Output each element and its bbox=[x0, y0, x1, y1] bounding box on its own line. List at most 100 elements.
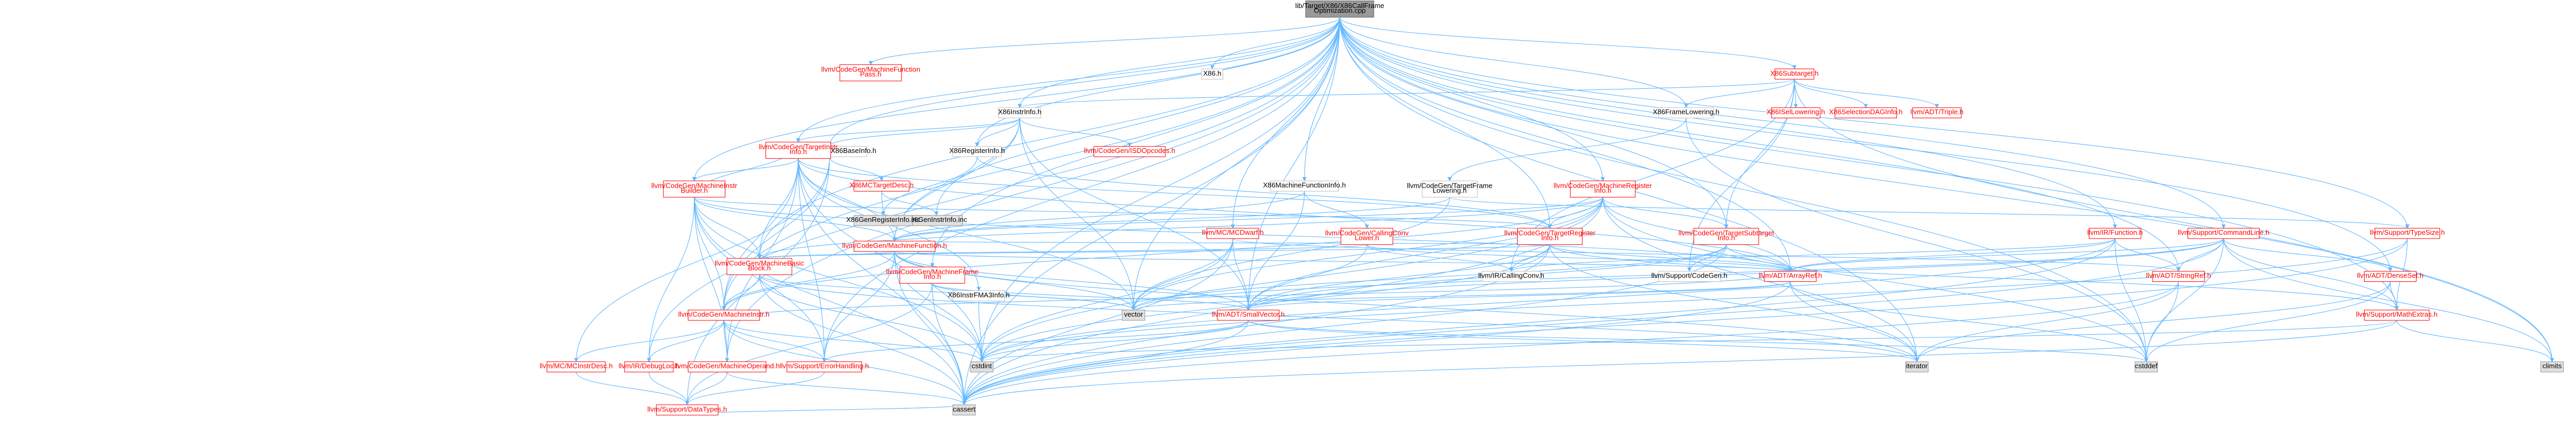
edge-x86sub-to-triple bbox=[1794, 79, 1939, 109]
edge-mi-to-debugloc bbox=[647, 320, 724, 363]
node-mo[interactable]: llvm/CodeGen/MachineOperand.h bbox=[675, 361, 780, 373]
node-box-mib bbox=[663, 180, 725, 198]
edge-root-to-debugloc bbox=[647, 17, 1340, 363]
node-box-denseset bbox=[2363, 271, 2417, 282]
node-box-stringref bbox=[2152, 271, 2205, 282]
node-label-mcinstrdesc-line-0: llvm/MC/MCInstrDesc.h bbox=[540, 362, 613, 370]
edge-root-to-tri bbox=[1339, 17, 1552, 229]
node-box-ccl bbox=[1340, 228, 1393, 245]
node-smallvec[interactable]: llvm/ADT/SmallVector.h bbox=[1212, 310, 1285, 321]
node-mf[interactable]: llvm/CodeGen/MachineFunction.h bbox=[842, 241, 947, 252]
edge-root-to-tii bbox=[796, 17, 1340, 143]
node-typesize[interactable]: llvm/Support/TypeSize.h bbox=[2370, 228, 2445, 239]
edge-tii-to-arrayref bbox=[798, 158, 1793, 272]
node-debugloc[interactable]: llvm/IR/DebugLoc.h bbox=[619, 361, 679, 373]
dependency-nodes: lib/Target/X86/X86CallFrameOptimization.… bbox=[540, 1, 2564, 416]
edge-tii-to-mi bbox=[722, 158, 799, 311]
edge-mib-to-mo bbox=[694, 197, 730, 363]
edge-x86fl-to-tfl bbox=[1448, 118, 1687, 182]
node-errh[interactable]: llvm/Support/ErrorHandling.h bbox=[779, 361, 869, 373]
edge-mri-to-mf bbox=[892, 197, 1603, 242]
node-x86genii: X86GenInstrInfo.inc bbox=[906, 215, 967, 226]
edge-root-to-mf bbox=[892, 17, 1340, 242]
node-box-mri bbox=[1570, 180, 1636, 198]
edge-mri-to-vector bbox=[1131, 197, 1603, 311]
node-label-tri-line-1: Info.h bbox=[1541, 234, 1559, 242]
edge-tii-to-tri bbox=[798, 158, 1552, 229]
node-label-mib-line-1: Builder.h bbox=[681, 187, 708, 195]
edge-mcbase-to-x86mctd bbox=[829, 156, 884, 182]
node-x86sdag[interactable]: X86SelectionDAGInfo.h bbox=[1829, 107, 1903, 119]
node-triple[interactable]: llvm/ADT/Triple.h bbox=[1911, 107, 1964, 119]
edge-x86fma-to-cstdint bbox=[978, 301, 984, 363]
node-box-x86sub bbox=[1775, 68, 1814, 80]
node-cmdline[interactable]: llvm/Support/CommandLine.h bbox=[2178, 228, 2269, 239]
edge-smallvec-to-iterator bbox=[1248, 320, 1919, 363]
edge-root-to-irfunc bbox=[1339, 17, 2117, 229]
node-label-mri-line-1: Info.h bbox=[1594, 187, 1612, 195]
node-x86sub[interactable]: X86Subtarget.h bbox=[1770, 68, 1819, 80]
node-mathext[interactable]: llvm/Support/MathExtras.h bbox=[2356, 310, 2437, 321]
node-datatypes[interactable]: llvm/Support/DataTypes.h bbox=[647, 404, 727, 416]
edge-mib-to-errh bbox=[694, 197, 827, 363]
node-box-x86h bbox=[1201, 68, 1224, 80]
node-box-cassert bbox=[952, 404, 976, 416]
node-mcdwarf[interactable]: llvm/MC/MCDwarf.h bbox=[1202, 228, 1264, 239]
edge-root-to-mcdwarf bbox=[1230, 17, 1340, 229]
node-label-datatypes-line-0: llvm/Support/DataTypes.h bbox=[647, 405, 727, 413]
edge-root-to-mcfp bbox=[868, 17, 1340, 65]
edge-stringref-to-cstddef bbox=[2144, 281, 2179, 363]
edge-tii-to-mbb bbox=[757, 158, 799, 259]
node-box-x86sdag bbox=[1835, 107, 1897, 119]
node-isdop[interactable]: llvm/CodeGen/ISDOpcodes.h bbox=[1084, 146, 1176, 157]
node-box-x86genri bbox=[853, 215, 913, 226]
edge-datatypes-to-cassert bbox=[687, 404, 966, 416]
node-root[interactable]: lib/Target/X86/X86CallFrameOptimization.… bbox=[1295, 1, 1384, 18]
edge-root-to-x86ii bbox=[1017, 17, 1340, 109]
node-cstddef: cstddef bbox=[2134, 361, 2158, 373]
edge-mcbase-to-datatypes bbox=[685, 157, 830, 405]
edge-tsi-to-arrayref bbox=[1726, 244, 1793, 272]
edge-mib-to-mbb bbox=[694, 197, 762, 259]
edge-typesize-to-cstdint bbox=[980, 239, 2408, 363]
node-box-tri bbox=[1517, 228, 1583, 245]
edge-mf-to-cassert bbox=[894, 251, 967, 405]
edge-root-to-x86ri bbox=[975, 17, 1340, 147]
node-label-x86sdag-line-0: X86SelectionDAGInfo.h bbox=[1829, 108, 1903, 116]
edge-mcinstrdesc-to-datatypes bbox=[575, 372, 690, 405]
node-label-x86fl-line-0: X86FrameLowering.h bbox=[1653, 108, 1719, 116]
edge-root-to-mbb bbox=[757, 17, 1340, 259]
edge-root-to-x86sub bbox=[1339, 17, 1797, 70]
node-cassert: cassert bbox=[952, 404, 976, 416]
node-denseset[interactable]: llvm/ADT/DenseSet.h bbox=[2357, 271, 2423, 282]
edge-root-to-mi bbox=[722, 17, 1340, 311]
node-x86mctd[interactable]: X86MCTargetDesc.h bbox=[850, 180, 914, 191]
node-x86ri: X86RegisterInfo.h bbox=[949, 146, 1005, 157]
edge-x86sub-to-x86sdag bbox=[1794, 79, 1868, 109]
node-mcinstrdesc[interactable]: llvm/MC/MCInstrDesc.h bbox=[540, 361, 613, 373]
node-irfunc[interactable]: llvm/IR/Function.h bbox=[2087, 228, 2143, 239]
node-stringref[interactable]: llvm/ADT/StringRef.h bbox=[2146, 271, 2211, 282]
edge-root-to-x86mfi bbox=[1302, 17, 1340, 182]
node-mi[interactable]: llvm/CodeGen/MachineInstr.h bbox=[678, 310, 770, 321]
node-box-x86ri bbox=[952, 146, 1002, 157]
edge-x86ri-to-tri bbox=[976, 157, 1552, 229]
node-box-x86fl bbox=[1658, 107, 1714, 119]
edge-mib-to-cassert bbox=[694, 197, 966, 405]
node-arrayref[interactable]: llvm/ADT/ArrayRef.h bbox=[1759, 271, 1822, 282]
node-label-mbb-line-0: llvm/CodeGen/MachineBasic bbox=[715, 259, 804, 267]
node-label-tii-line-0: llvm/CodeGen/TargetInstr bbox=[759, 143, 838, 151]
edge-mri-to-smallvec bbox=[1246, 197, 1603, 311]
node-x86isel[interactable]: X86ISelLowering.h bbox=[1767, 107, 1825, 119]
node-label-mcdwarf-line-0: llvm/MC/MCDwarf.h bbox=[1202, 228, 1264, 236]
